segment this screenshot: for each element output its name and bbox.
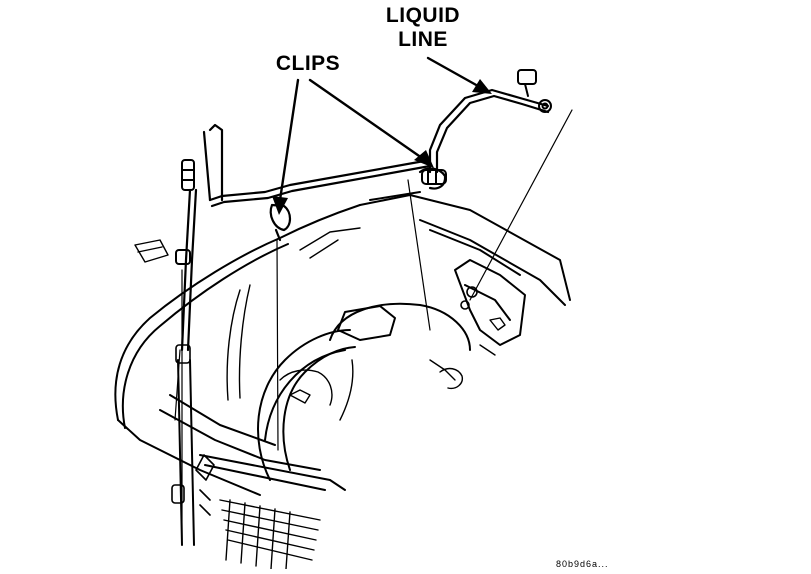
liquid-line-label-1: LIQUID xyxy=(385,4,461,27)
liquid-line-label: LIQUID LINE xyxy=(368,4,478,52)
line-fittings xyxy=(175,69,552,265)
fender-body-outline xyxy=(114,191,571,546)
liquid-line-tube xyxy=(180,88,550,352)
leader-lines xyxy=(174,109,573,541)
lower-hardware xyxy=(171,286,478,516)
clips-label: CLIPS xyxy=(275,52,341,75)
line-clips xyxy=(269,167,447,242)
engine-bay-detail xyxy=(134,227,506,570)
callout-arrows xyxy=(272,56,492,215)
liquid-line-label-2: LINE xyxy=(398,28,448,51)
figure-code: 80b9d6a... xyxy=(556,559,609,569)
